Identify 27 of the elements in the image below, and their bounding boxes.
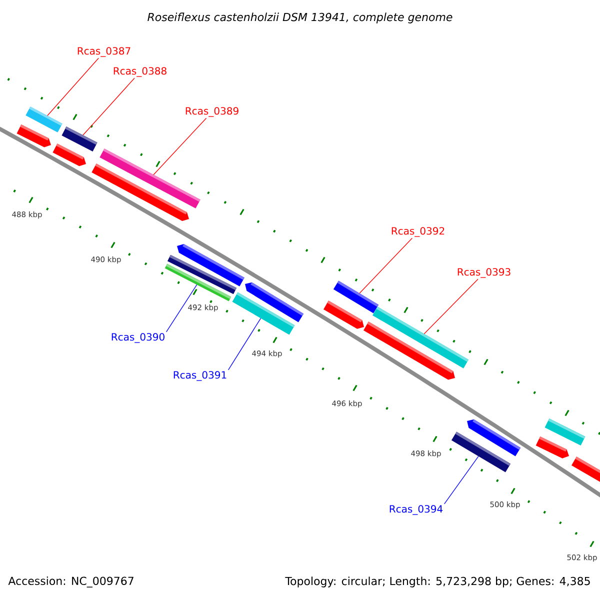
gene-label: Rcas_0390 xyxy=(112,333,164,343)
gene-bar xyxy=(232,292,295,335)
accession-text: Accession: NC_009767 xyxy=(8,576,134,588)
leader-line xyxy=(444,456,479,504)
leader-line xyxy=(424,278,478,334)
gene-label: Rcas_0392 xyxy=(392,227,444,237)
gene-label: Rcas_0393 xyxy=(458,268,510,278)
gene-bar xyxy=(164,264,232,302)
leader-line xyxy=(228,318,262,370)
gene-bar xyxy=(451,432,511,472)
leader-line xyxy=(47,58,99,116)
gene-bar xyxy=(62,126,98,152)
gene-label: Rcas_0388 xyxy=(114,67,166,77)
gene-label: Rcas_0391 xyxy=(174,371,226,381)
gene-label: Rcas_0394 xyxy=(390,505,443,515)
title: Roseiflexus castenholzii DSM 13941, complete genome xyxy=(148,12,452,24)
leader-line xyxy=(359,238,413,294)
gene-label: Rcas_0389 xyxy=(186,107,238,117)
genome-info-text: Topology: circular; Length: 5,723,298 bp; Genes: 4,385 xyxy=(285,576,590,588)
gene-bar xyxy=(333,280,379,314)
gene-bar xyxy=(372,306,469,368)
leader-line xyxy=(166,284,198,332)
leader-line xyxy=(153,118,207,176)
gene-label: Rcas_0387 xyxy=(78,47,130,57)
gene-bar xyxy=(100,148,200,208)
gene-bar xyxy=(26,106,62,132)
leader-line xyxy=(82,78,135,136)
